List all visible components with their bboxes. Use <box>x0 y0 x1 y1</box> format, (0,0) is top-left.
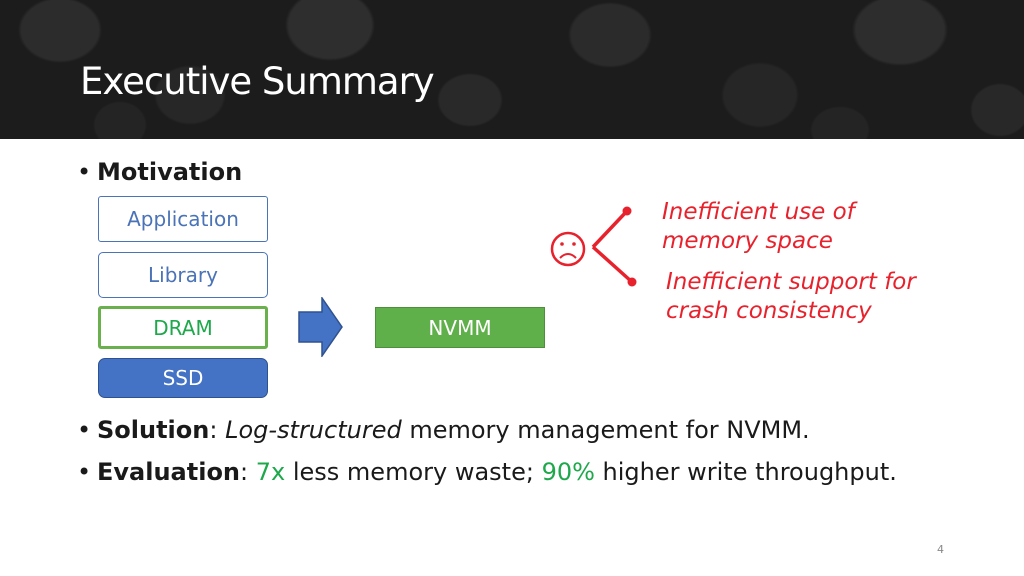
bullet-dot: • <box>77 458 92 486</box>
problem-crash-line2: crash consistency <box>666 298 872 324</box>
motivation-bullet: •Motivation <box>77 158 242 186</box>
ssd-box: SSD <box>98 358 268 398</box>
problem-memory-space: Inefficient use of memory space <box>662 198 855 256</box>
bullet-dot: • <box>77 158 92 186</box>
evaluation-bullet: •Evaluation: 7x less memory waste; 90% h… <box>77 458 897 486</box>
problem-memory-line2: memory space <box>662 228 833 254</box>
memory-waste-value: 7x <box>255 458 286 486</box>
throughput-value: 90% <box>541 458 595 486</box>
right-arrow-icon <box>298 297 343 357</box>
problem-crash-consistency: Inefficient support for crash consistenc… <box>666 268 916 326</box>
evaluation-text2: higher write throughput. <box>594 458 897 486</box>
problem-crash-line1: Inefficient support for <box>666 269 916 295</box>
solution-bullet: •Solution: Log-structured memory managem… <box>77 416 810 444</box>
solution-text: memory management for NVMM. <box>401 416 810 444</box>
slide-title: Executive Summary <box>80 60 435 103</box>
evaluation-colon: : <box>240 458 256 486</box>
problem-branch-diagram <box>550 206 637 287</box>
solution-emphasis: Log-structured <box>225 416 402 444</box>
title-banner: Executive Summary <box>0 0 1024 139</box>
branch-lines <box>591 206 637 287</box>
evaluation-text1: less memory waste; <box>285 458 542 486</box>
application-box: Application <box>98 196 268 242</box>
solution-colon: : <box>209 416 226 444</box>
motivation-heading: Motivation <box>97 158 243 186</box>
bullet-dot: • <box>77 416 92 444</box>
page-number: 4 <box>937 543 944 556</box>
solution-label: Solution <box>97 416 210 444</box>
dram-box: DRAM <box>98 306 268 349</box>
evaluation-label: Evaluation <box>97 458 241 486</box>
frown-face-icon <box>550 231 586 267</box>
library-box: Library <box>98 252 268 298</box>
nvmm-box: NVMM <box>375 307 545 348</box>
problem-memory-line1: Inefficient use of <box>662 199 855 225</box>
